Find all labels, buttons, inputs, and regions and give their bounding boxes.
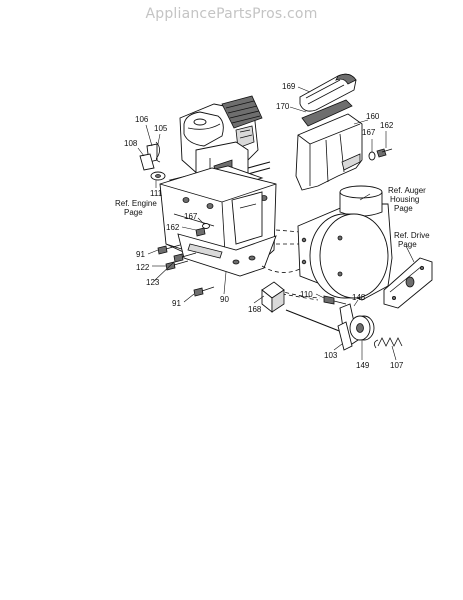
bolt-91-lower[interactable] bbox=[193, 286, 215, 297]
belt-cover-gasket[interactable] bbox=[301, 99, 353, 127]
belt-cover-top[interactable] bbox=[299, 73, 357, 112]
callout-91-lower: 91 bbox=[172, 299, 181, 308]
ref-auger-label-line1: Ref. Auger bbox=[388, 186, 426, 195]
ref-engine-label-line2: Page bbox=[124, 208, 143, 217]
ref-drive-label-line2: Page bbox=[398, 240, 417, 249]
watermark: AppliancePartsPros.com bbox=[145, 6, 318, 22]
callout-169: 169 bbox=[282, 82, 296, 91]
clip-105[interactable] bbox=[155, 141, 161, 163]
drive-plate[interactable] bbox=[383, 257, 433, 309]
frame-chassis[interactable] bbox=[159, 167, 277, 277]
callout-106: 106 bbox=[135, 115, 149, 124]
belt-cover-housing[interactable] bbox=[295, 113, 363, 191]
ref-auger-label-line2: Housing bbox=[390, 195, 419, 204]
callout-122: 122 bbox=[136, 263, 150, 272]
bolt-91-upper[interactable] bbox=[157, 244, 181, 255]
callout-105: 105 bbox=[154, 124, 168, 133]
ref-drive-label-line1: Ref. Drive bbox=[394, 231, 430, 240]
callout-91-upper: 91 bbox=[136, 250, 145, 259]
callout-170: 170 bbox=[276, 102, 290, 111]
spacer-168[interactable] bbox=[261, 281, 285, 313]
ref-auger-label-line3: Page bbox=[394, 204, 413, 213]
callout-110: 110 bbox=[300, 290, 313, 299]
idler-pulley-149[interactable] bbox=[349, 315, 375, 341]
callout-168: 168 bbox=[248, 305, 262, 314]
callout-167-right: 167 bbox=[362, 128, 376, 137]
bolt-110[interactable] bbox=[323, 295, 347, 305]
washer-167-left[interactable] bbox=[202, 223, 210, 229]
callout-148: 148 bbox=[352, 293, 366, 302]
washer-111[interactable] bbox=[150, 171, 166, 181]
callout-162-left: 162 bbox=[166, 223, 180, 232]
auger-housing[interactable] bbox=[297, 185, 393, 301]
callout-labels: 169 170 160 167 162 106 105 108 111 Ref.… bbox=[115, 82, 430, 370]
callout-107: 107 bbox=[390, 361, 404, 370]
bracket-108[interactable] bbox=[139, 153, 155, 171]
callout-90: 90 bbox=[220, 295, 229, 304]
callout-162-right: 162 bbox=[380, 121, 394, 130]
callout-111: 111 bbox=[150, 189, 163, 198]
ref-engine-label-line1: Ref. Engine bbox=[115, 199, 157, 208]
spring-107[interactable] bbox=[374, 337, 403, 349]
callout-108: 108 bbox=[124, 139, 138, 148]
bolt-123[interactable] bbox=[173, 252, 197, 263]
bracket-103[interactable] bbox=[337, 321, 353, 351]
washer-167-right[interactable] bbox=[368, 151, 376, 161]
callout-103: 103 bbox=[324, 351, 338, 360]
callout-160: 160 bbox=[366, 112, 380, 121]
leader-lines bbox=[137, 86, 415, 361]
callout-149: 149 bbox=[356, 361, 370, 370]
bolt-122[interactable] bbox=[165, 260, 189, 271]
screw-162-right[interactable] bbox=[376, 148, 393, 158]
screw-162-left[interactable] bbox=[195, 227, 206, 237]
callout-167-left: 167 bbox=[184, 212, 198, 221]
callout-123: 123 bbox=[146, 278, 160, 287]
